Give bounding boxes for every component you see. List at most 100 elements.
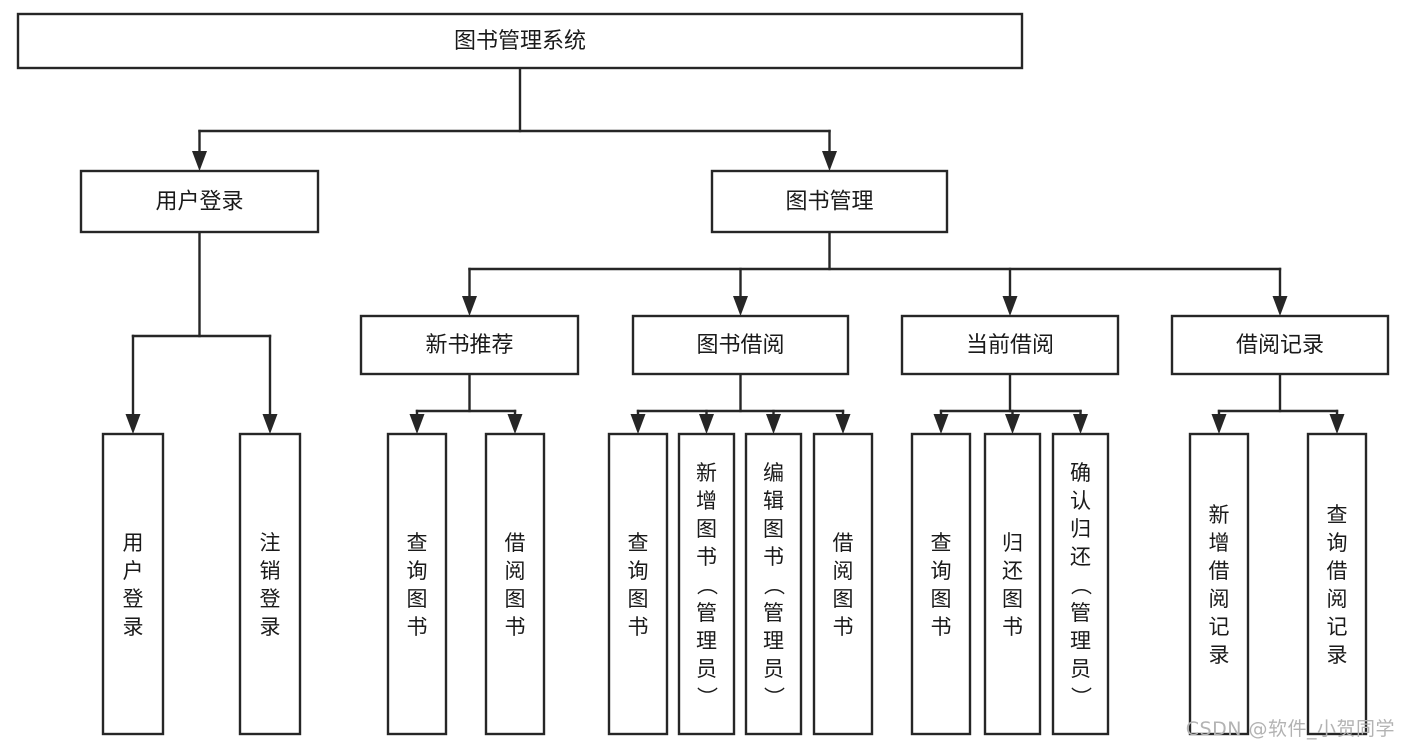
node-new-book-rec[interactable]: 新书推荐: [359, 314, 580, 376]
node-box-book-borrow[interactable]: [631, 314, 850, 376]
svg-text:图: 图: [696, 517, 717, 541]
node-label-book-borrow: 图书借阅: [696, 333, 784, 358]
node-box-leaf-edit-book[interactable]: [744, 432, 803, 736]
svg-text:阅: 阅: [1209, 587, 1230, 611]
svg-text:确: 确: [1070, 461, 1091, 485]
svg-text:询: 询: [407, 559, 428, 583]
svg-text:查: 查: [931, 531, 952, 555]
svg-text:图: 图: [763, 517, 784, 541]
node-box-leaf-query-book-2[interactable]: [607, 432, 669, 736]
node-box-leaf-borrow-book-1[interactable]: [484, 432, 546, 736]
svg-text:员: 员: [696, 657, 717, 681]
node-label-root: 图书管理系统: [454, 29, 586, 54]
node-box-current-borrow[interactable]: [900, 314, 1120, 376]
svg-text:归: 归: [1002, 531, 1023, 555]
svg-text:还: 还: [1070, 545, 1091, 569]
node-box-leaf-borrow-book-2[interactable]: [812, 432, 874, 736]
node-label-new-book-rec: 新书推荐: [425, 333, 513, 358]
node-box-leaf-query-record[interactable]: [1306, 432, 1368, 736]
svg-text:还: 还: [1002, 559, 1023, 583]
svg-text:图: 图: [505, 587, 526, 611]
node-box-leaf-user-login[interactable]: [101, 432, 165, 736]
node-box-leaf-return-book[interactable]: [983, 432, 1042, 736]
node-borrow-record[interactable]: 借阅记录: [1170, 314, 1390, 376]
node-box-book-manage[interactable]: [710, 169, 949, 234]
svg-text:阅: 阅: [1327, 587, 1348, 611]
svg-text:新: 新: [1209, 503, 1230, 527]
svg-text:销: 销: [260, 559, 281, 583]
svg-text:管: 管: [1070, 601, 1091, 625]
node-label-borrow-record: 借阅记录: [1236, 333, 1324, 358]
svg-text:管: 管: [696, 601, 717, 625]
svg-text:员: 员: [763, 657, 784, 681]
svg-text:借: 借: [1327, 559, 1348, 583]
svg-text:借: 借: [1209, 559, 1230, 583]
svg-text:书: 书: [763, 545, 784, 569]
svg-text:书: 书: [1002, 615, 1023, 639]
svg-text:员: 员: [1070, 657, 1091, 681]
node-layer: 图书管理系统用户登录图书管理新书推荐图书借阅当前借阅借阅记录用户登录注销登录查询…: [16, 12, 1390, 736]
node-root[interactable]: 图书管理系统: [16, 12, 1024, 70]
svg-text:（: （: [695, 574, 719, 595]
svg-text:归: 归: [1070, 517, 1091, 541]
svg-text:）: ）: [762, 686, 786, 707]
svg-text:记: 记: [1209, 615, 1230, 639]
node-box-leaf-confirm-return[interactable]: [1051, 432, 1110, 736]
svg-text:记: 记: [1327, 615, 1348, 639]
node-user-login[interactable]: 用户登录: [79, 169, 320, 234]
svg-text:书: 书: [505, 615, 526, 639]
node-box-leaf-add-record[interactable]: [1188, 432, 1250, 736]
svg-text:录: 录: [1209, 643, 1230, 667]
svg-text:增: 增: [1209, 531, 1230, 555]
node-box-leaf-add-book[interactable]: [677, 432, 736, 736]
node-book-manage[interactable]: 图书管理: [710, 169, 949, 234]
node-box-leaf-query-book-1[interactable]: [386, 432, 448, 736]
node-book-borrow[interactable]: 图书借阅: [631, 314, 850, 376]
node-box-user-login[interactable]: [79, 169, 320, 234]
svg-text:理: 理: [696, 629, 717, 653]
svg-text:借: 借: [505, 531, 526, 555]
node-leaf-user-login[interactable]: 用户登录: [101, 432, 165, 736]
svg-text:查: 查: [1327, 503, 1348, 527]
node-box-leaf-user-logout[interactable]: [238, 432, 302, 736]
svg-text:录: 录: [260, 615, 281, 639]
svg-text:图: 图: [628, 587, 649, 611]
connector-layer: [125, 66, 1345, 434]
svg-text:借: 借: [833, 531, 854, 555]
svg-text:注: 注: [260, 531, 281, 555]
node-box-borrow-record[interactable]: [1170, 314, 1390, 376]
svg-text:录: 录: [123, 615, 144, 639]
svg-text:书: 书: [407, 615, 428, 639]
node-current-borrow[interactable]: 当前借阅: [900, 314, 1120, 376]
node-box-leaf-query-book-3[interactable]: [910, 432, 972, 736]
svg-text:登: 登: [260, 587, 281, 611]
node-box-new-book-rec[interactable]: [359, 314, 580, 376]
svg-text:图: 图: [931, 587, 952, 611]
svg-text:管: 管: [763, 601, 784, 625]
svg-text:阅: 阅: [505, 559, 526, 583]
svg-text:理: 理: [763, 629, 784, 653]
svg-text:询: 询: [1327, 531, 1348, 555]
svg-text:询: 询: [931, 559, 952, 583]
node-label-book-manage: 图书管理: [785, 190, 873, 215]
svg-text:书: 书: [931, 615, 952, 639]
node-box-root[interactable]: [16, 12, 1024, 70]
